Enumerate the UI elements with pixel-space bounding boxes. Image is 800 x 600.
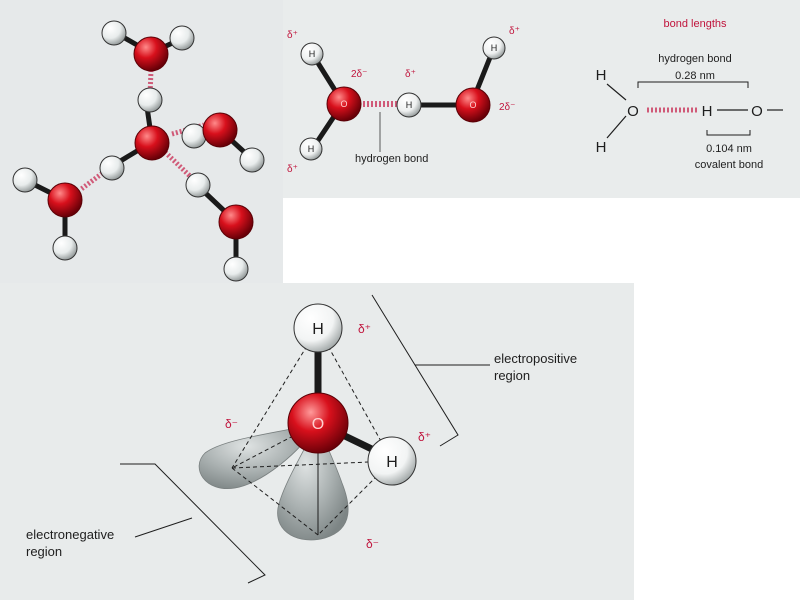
delta-plus-label: δ⁺ bbox=[405, 69, 416, 80]
water-cluster-panel bbox=[0, 0, 283, 283]
tetra-delta-minus-label: δ⁻ bbox=[366, 537, 379, 551]
pair-o-label: O bbox=[340, 99, 347, 109]
tetra-delta-plus-label: δ⁺ bbox=[358, 322, 371, 336]
water-cluster-diagram bbox=[12, 20, 265, 282]
tetra-o-label: O bbox=[312, 416, 324, 433]
oxygen-atoms bbox=[47, 36, 254, 240]
electronegative-leader bbox=[134, 517, 193, 538]
delta-plus-label: δ⁺ bbox=[287, 30, 298, 41]
tetra-hydrogen-atom bbox=[367, 436, 417, 486]
tetra-h-label: H bbox=[386, 454, 398, 471]
covalent-length-bracket bbox=[706, 130, 751, 136]
pair-h-label: H bbox=[406, 100, 413, 110]
schematic-o-label: O bbox=[751, 103, 763, 120]
water-pair-diagram: H H H H O O δ⁺ δ⁺ δ⁺ δ⁺ 2δ⁻ 2δ⁻ hydrogen… bbox=[287, 18, 783, 175]
schematic-h-label: H bbox=[702, 103, 713, 120]
pair-hydrogen-atom bbox=[482, 36, 506, 60]
bond-lengths-schematic: bond lengths hydrogen bond 0.28 nm H H O… bbox=[596, 18, 783, 171]
covalent-length-value: 0.104 nm bbox=[706, 143, 752, 155]
pair-oxygen-atom bbox=[455, 87, 491, 123]
bond-lengths-heading: bond lengths bbox=[664, 18, 727, 30]
hbond-length-bracket bbox=[637, 81, 749, 88]
lone-pair-lobe bbox=[277, 421, 349, 541]
pair-h-label: H bbox=[309, 49, 316, 59]
covalent-bond-label: covalent bond bbox=[695, 159, 764, 171]
bond-lengths-hbond-label: hydrogen bond bbox=[658, 53, 731, 65]
two-delta-minus-label: 2δ⁻ bbox=[499, 102, 515, 113]
electronegative-bracket bbox=[120, 463, 266, 584]
pair-h-label: H bbox=[491, 43, 498, 53]
hbond-length-value: 0.28 nm bbox=[675, 70, 715, 82]
delta-plus-label: δ⁺ bbox=[509, 26, 520, 37]
schematic-h-label: H bbox=[596, 67, 607, 84]
electronegative-label: region bbox=[26, 544, 62, 559]
electronegative-label: electronegative bbox=[26, 527, 114, 542]
tetra-delta-minus-label: δ⁻ bbox=[225, 417, 238, 431]
lone-pair-lobe bbox=[198, 422, 319, 490]
pair-o-label: O bbox=[469, 100, 476, 110]
pair-h-label: H bbox=[308, 144, 315, 154]
tetra-h-label: H bbox=[312, 321, 324, 338]
electropositive-bracket bbox=[371, 294, 459, 447]
electropositive-label: region bbox=[494, 368, 530, 383]
delta-plus-label: δ⁺ bbox=[287, 164, 298, 175]
tetrahedral-water-panel: H H O δ⁺ δ⁺ δ⁻ δ⁻ electropositive region… bbox=[0, 283, 634, 600]
tetra-oxygen-atom bbox=[287, 392, 349, 454]
schematic-o-label: O bbox=[627, 103, 639, 120]
electropositive-label: electropositive bbox=[494, 351, 577, 366]
pair-hydrogen-atom bbox=[396, 92, 422, 118]
hydrogen-atoms bbox=[12, 20, 265, 282]
tetrahedral-water-diagram: H H O δ⁺ δ⁺ δ⁻ δ⁻ electropositive region… bbox=[26, 294, 577, 584]
tetra-delta-plus-label: δ⁺ bbox=[418, 430, 431, 444]
two-delta-minus-label: 2δ⁻ bbox=[351, 69, 367, 80]
hydrogen-bond-caption: hydrogen bond bbox=[355, 153, 428, 165]
pair-oxygen-atom bbox=[326, 86, 362, 122]
pair-hydrogen-atom bbox=[300, 42, 324, 66]
water-pair-panel: H H H H O O δ⁺ δ⁺ δ⁺ δ⁺ 2δ⁻ 2δ⁻ hydrogen… bbox=[283, 0, 800, 198]
pair-hydrogen-atom bbox=[299, 137, 323, 161]
tetra-hydrogen-atom bbox=[293, 303, 343, 353]
schematic-h-label: H bbox=[596, 139, 607, 156]
